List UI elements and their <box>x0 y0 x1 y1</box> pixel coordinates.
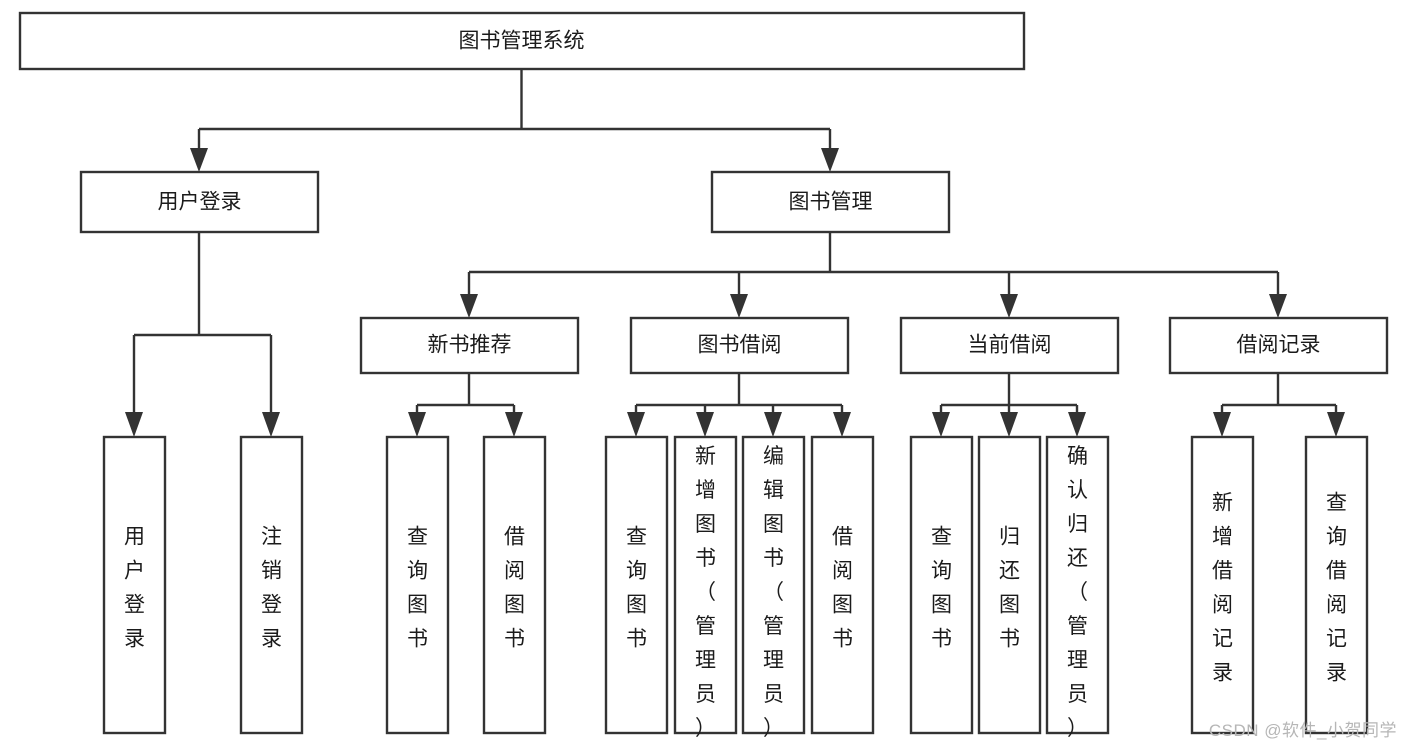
arrow-head-user-login <box>190 148 208 172</box>
leaf-confirm-return-label: 确认归还（管理员） <box>1067 445 1088 740</box>
node-current-borrow-label: 当前借阅 <box>968 334 1052 357</box>
node-borrow-record[interactable]: 借阅记录 <box>1168 316 1389 375</box>
node-book-borrow-box[interactable] <box>629 316 850 375</box>
arrow-head-leaf-borrow-book-1 <box>505 412 523 437</box>
leaf-confirm-return-box[interactable] <box>1045 435 1110 735</box>
node-new-book-recommend[interactable]: 新书推荐 <box>359 316 580 375</box>
leaf-node-borrow-book-1[interactable]: 借阅图书 <box>482 435 547 735</box>
leaf-node-confirm-return[interactable]: 确认归还（管理员） <box>1045 435 1110 740</box>
leaf-borrow-book-2-box[interactable] <box>810 435 875 735</box>
node-book-manage-box[interactable] <box>710 170 951 234</box>
node-borrow-record-label: 借阅记录 <box>1237 334 1321 357</box>
leaf-query-borrow-record-box[interactable] <box>1304 435 1369 735</box>
node-root-label: 图书管理系统 <box>459 30 585 53</box>
arrow-head-leaf-add-book <box>696 412 714 437</box>
arrow-head-leaf-add-borrow-record <box>1213 412 1231 437</box>
node-book-manage[interactable]: 图书管理 <box>710 170 951 234</box>
leaf-logout-login-label: 注销登录 <box>261 526 282 651</box>
leaf-add-borrow-record-box[interactable] <box>1190 435 1255 735</box>
leaf-query-book-3-box[interactable] <box>909 435 974 735</box>
leaf-node-add-borrow-record[interactable]: 新增借阅记录 <box>1190 435 1255 735</box>
leaf-logout-login-box[interactable] <box>239 435 304 735</box>
node-current-borrow-box[interactable] <box>899 316 1120 375</box>
node-borrow-record-box[interactable] <box>1168 316 1389 375</box>
leaf-node-add-book[interactable]: 新增图书（管理员） <box>673 435 738 740</box>
arrow-head-leaf-query-book-1 <box>408 412 426 437</box>
leaf-node-query-book-2[interactable]: 查询图书 <box>604 435 669 735</box>
arrow-head-leaf-logout-login <box>262 412 280 437</box>
leaf-node-query-book-3[interactable]: 查询图书 <box>909 435 974 735</box>
leaf-borrow-book-1-label: 借阅图书 <box>504 526 525 651</box>
arrow-head-leaf-edit-book <box>764 412 782 437</box>
node-current-borrow[interactable]: 当前借阅 <box>899 316 1120 375</box>
leaf-add-book-box[interactable] <box>673 435 738 735</box>
leaf-node-edit-book[interactable]: 编辑图书（管理员） <box>741 435 806 740</box>
connector-layer <box>125 69 1345 437</box>
node-root-box[interactable] <box>18 11 1026 71</box>
leaf-query-borrow-record-label: 查询借阅记录 <box>1326 492 1347 685</box>
arrow-head-book-manage <box>821 148 839 172</box>
leaf-user-login-box[interactable] <box>102 435 167 735</box>
node-book-borrow[interactable]: 图书借阅 <box>629 316 850 375</box>
arrow-head-leaf-query-book-2 <box>627 412 645 437</box>
arrow-head-new-book-recommend <box>460 294 478 318</box>
arrow-head-book-borrow <box>730 294 748 318</box>
arrow-head-leaf-return-book <box>1000 412 1018 437</box>
leaf-node-logout-login[interactable]: 注销登录 <box>239 435 304 735</box>
csdn-watermark: CSDN @软件_小贺同学 <box>1208 721 1397 740</box>
leaf-query-book-1-box[interactable] <box>385 435 450 735</box>
node-book-borrow-label: 图书借阅 <box>698 334 782 357</box>
leaf-node-return-book[interactable]: 归还图书 <box>977 435 1042 735</box>
node-new-book-recommend-label: 新书推荐 <box>428 334 512 357</box>
arrow-head-leaf-confirm-return <box>1068 412 1086 437</box>
leaf-edit-book-box[interactable] <box>741 435 806 735</box>
leaf-add-book-label: 新增图书（管理员） <box>695 445 716 740</box>
arrow-head-borrow-record <box>1269 294 1287 318</box>
leaf-return-book-box[interactable] <box>977 435 1042 735</box>
leaf-add-borrow-record-label: 新增借阅记录 <box>1212 492 1233 685</box>
leaf-query-book-2-box[interactable] <box>604 435 669 735</box>
arrow-head-leaf-query-borrow-record <box>1327 412 1345 437</box>
node-user-login-label: 用户登录 <box>158 191 242 214</box>
arrow-head-leaf-user-login <box>125 412 143 437</box>
leaf-node-query-borrow-record[interactable]: 查询借阅记录 <box>1304 435 1369 735</box>
leaf-borrow-book-2-label: 借阅图书 <box>832 526 853 651</box>
node-new-book-recommend-box[interactable] <box>359 316 580 375</box>
arrow-head-current-borrow <box>1000 294 1018 318</box>
leaf-edit-book-label: 编辑图书（管理员） <box>763 445 784 740</box>
leaf-node-borrow-book-2[interactable]: 借阅图书 <box>810 435 875 735</box>
leaf-node-query-book-1[interactable]: 查询图书 <box>385 435 450 735</box>
leaf-query-book-1-label: 查询图书 <box>407 526 428 651</box>
node-root[interactable]: 图书管理系统 <box>18 11 1026 71</box>
leaf-return-book-label: 归还图书 <box>999 526 1020 651</box>
arrow-head-leaf-borrow-book-2 <box>833 412 851 437</box>
node-book-manage-label: 图书管理 <box>789 191 873 214</box>
leaf-query-book-3-label: 查询图书 <box>931 526 952 651</box>
leaf-query-book-2-label: 查询图书 <box>626 526 647 651</box>
node-user-login-box[interactable] <box>79 170 320 234</box>
node-user-login[interactable]: 用户登录 <box>79 170 320 234</box>
leaf-user-login-label: 用户登录 <box>124 526 145 651</box>
leaf-node-user-login[interactable]: 用户登录 <box>102 435 167 735</box>
arrow-head-leaf-query-book-3 <box>932 412 950 437</box>
leaf-borrow-book-1-box[interactable] <box>482 435 547 735</box>
